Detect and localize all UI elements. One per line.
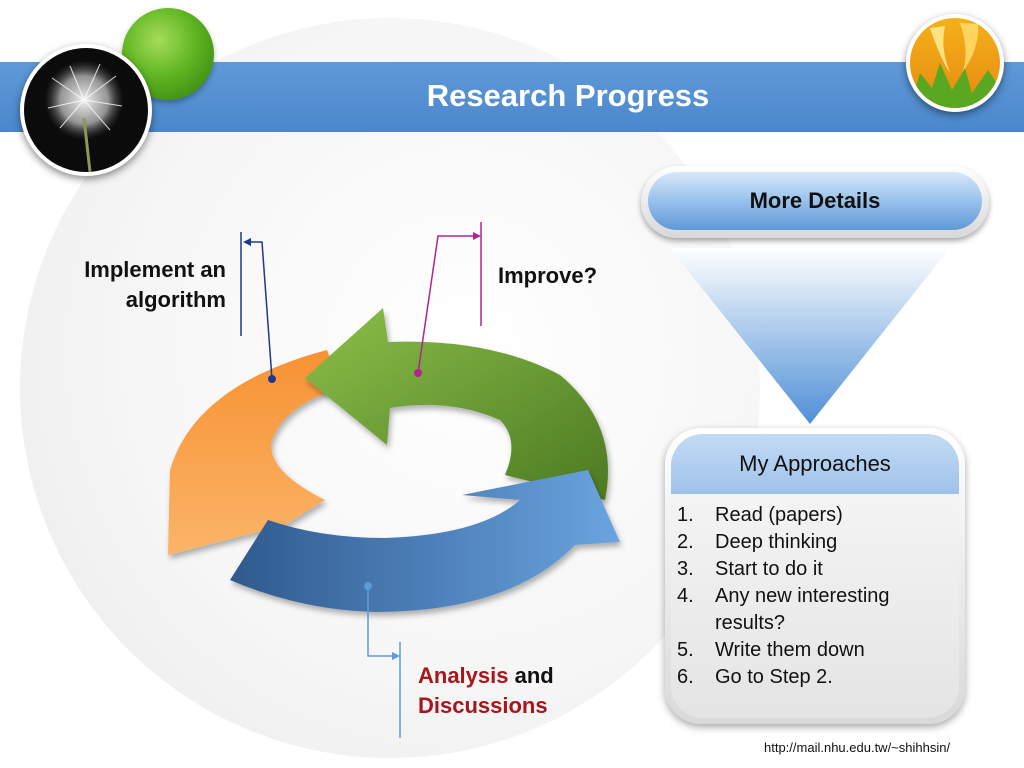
page-title: Research Progress [426, 78, 710, 113]
improve-dot [414, 369, 422, 377]
dandelion-photo [20, 44, 152, 176]
analysis-word: Analysis [418, 663, 509, 688]
list-item: 5.Write them down [677, 639, 865, 661]
orange-arrow [168, 350, 340, 555]
footer-url[interactable]: http://mail.nhu.edu.tw/~shihhsin/ [764, 740, 951, 755]
list-item: 1.Read (papers) [677, 504, 843, 526]
implement-dot [268, 375, 276, 383]
list-item: 4.Any new interesting results? [677, 585, 890, 634]
implement-arrowhead [243, 238, 251, 246]
analysis-connector [367, 586, 396, 657]
analysis-dot [364, 582, 372, 590]
green-arrow [305, 308, 608, 500]
list-item: 2.Deep thinking [677, 531, 838, 553]
approaches-panel-inner: My Approaches 1.Read (papers) 2.Deep thi… [671, 434, 959, 718]
blue-arrow [230, 470, 620, 612]
discussions-word: Discussions [418, 693, 548, 718]
approaches-heading: My Approaches [671, 434, 959, 494]
implement-label-line1: Implement an [84, 257, 226, 282]
implement-connector [246, 241, 273, 380]
list-item: 6.Go to Step 2. [677, 666, 833, 688]
improve-label: Improve? [498, 263, 598, 288]
analysis-arrowhead [392, 652, 400, 660]
improve-connector [417, 235, 478, 374]
funnel-triangle [670, 248, 950, 424]
more-details-label: More Details [648, 172, 982, 230]
implement-label: Implement an algorithm [40, 255, 226, 315]
and-word: and [514, 663, 554, 688]
approaches-panel: My Approaches 1.Read (papers) 2.Deep thi… [665, 428, 965, 724]
approaches-list: 1.Read (papers) 2.Deep thinking 3.Start … [671, 494, 959, 691]
list-item: 3.Start to do it [677, 558, 823, 580]
tulip-photo [906, 14, 1004, 112]
more-details-button[interactable]: More Details [641, 166, 989, 238]
implement-label-line2: algorithm [125, 287, 226, 312]
improve-arrowhead [473, 232, 481, 240]
analysis-label: Analysis and Discussions [418, 661, 554, 721]
